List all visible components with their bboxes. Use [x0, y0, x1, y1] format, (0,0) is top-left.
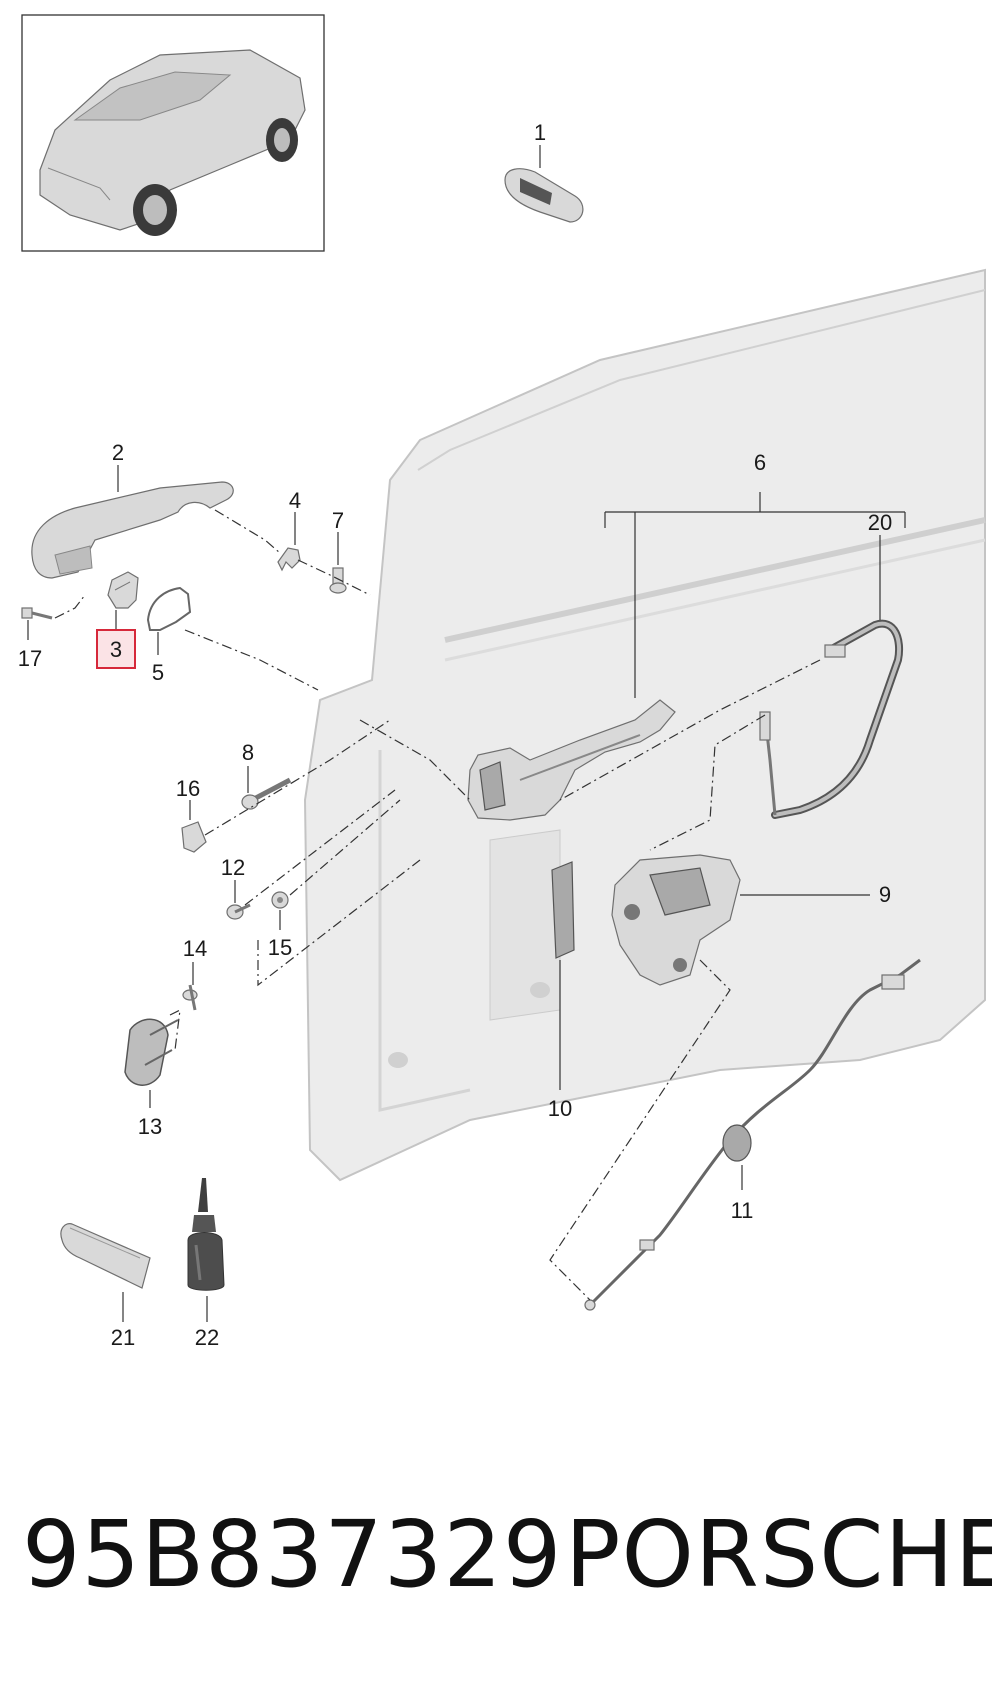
part-17-screw: 17 — [18, 594, 86, 671]
callout-5: 5 — [152, 660, 164, 685]
callout-11: 11 — [731, 1198, 754, 1223]
callout-7: 7 — [332, 508, 344, 533]
part-12-screw: 12 — [221, 855, 251, 920]
part-1-key-fob: 1 — [504, 120, 584, 223]
callout-9: 9 — [879, 882, 891, 907]
callout-14: 14 — [183, 936, 207, 961]
part-14-screw: 14 — [182, 936, 207, 1011]
callout-12: 12 — [221, 855, 245, 880]
callout-1: 1 — [534, 120, 546, 145]
callout-16: 16 — [176, 776, 200, 801]
callout-21: 21 — [111, 1325, 135, 1350]
callout-4: 4 — [289, 488, 301, 513]
part-21-grease-tube: 21 — [60, 1223, 151, 1350]
part-20-cable: 20 — [559, 510, 904, 819]
part-5-gasket: 5 — [146, 586, 192, 685]
highlighted-callout-box — [96, 629, 136, 669]
callout-15: 15 — [268, 935, 292, 960]
callout-20: 20 — [868, 510, 892, 535]
callout-17: 17 — [18, 646, 42, 671]
part-16-cap: 16 — [176, 776, 207, 853]
part-4-clip: 4 — [277, 488, 301, 572]
part-6-handle-carrier: 6 — [467, 450, 906, 821]
callout-13: 13 — [138, 1114, 162, 1139]
callout-2: 2 — [112, 440, 124, 465]
part-3-handle-bracket: 3 — [96, 571, 139, 669]
part-9-door-latch: 9 — [611, 714, 891, 986]
part-10-trim-strip: 10 — [548, 861, 575, 1121]
part-13-striker-plate: 13 — [124, 1008, 181, 1139]
part-11-release-cable: 11 — [549, 958, 921, 1311]
part-7-pin: 7 — [329, 508, 347, 594]
part-2-door-handle: 2 — [31, 440, 234, 579]
brand-caption: PORSCHE — [565, 1501, 992, 1608]
vehicle-thumbnail — [21, 14, 325, 252]
callout-6: 6 — [754, 450, 766, 475]
part-15-nut: 15 — [268, 891, 292, 960]
part-22-lubricant-bottle: 22 — [187, 1178, 225, 1350]
callout-3: 3 — [110, 637, 122, 662]
part-8-bolt: 8 — [241, 740, 292, 810]
part-number-caption: 95B837329 — [22, 1501, 563, 1608]
callout-22: 22 — [195, 1325, 219, 1350]
callout-10: 10 — [548, 1096, 572, 1121]
callout-8: 8 — [242, 740, 254, 765]
